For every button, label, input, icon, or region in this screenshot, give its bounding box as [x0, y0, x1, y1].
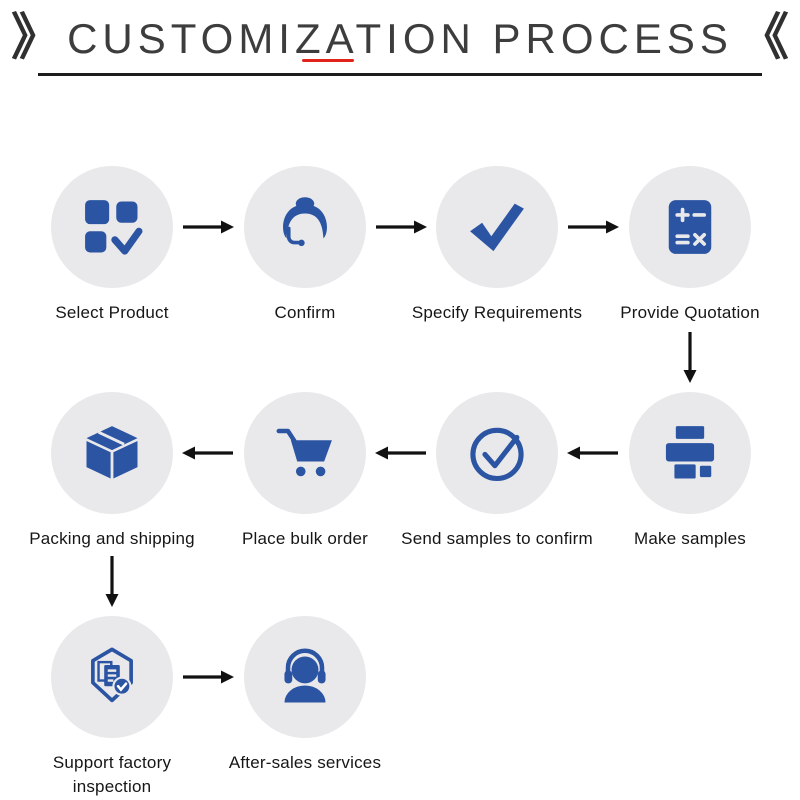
left-chevron-mark: 》: [11, 9, 62, 65]
step-send-samples-to-confirm: Send samples to confirm: [397, 392, 597, 551]
step-label: Support factory inspection: [52, 753, 172, 796]
step-label: Confirm: [274, 303, 336, 322]
arrow-right-icon: [376, 220, 427, 234]
step-label: After-sales services: [228, 753, 382, 772]
printer-icon: [665, 426, 715, 479]
step-label: Specify Requirements: [411, 303, 583, 322]
title-text: CUSTOMIZATION PROCESS: [67, 15, 733, 62]
shopping-cart-icon: [276, 428, 332, 477]
arrow-right-icon: [183, 670, 234, 684]
step-label: Place bulk order: [241, 529, 369, 548]
step-circle: [244, 616, 366, 738]
step-circle: [51, 616, 173, 738]
step-place-bulk-order: Place bulk order: [205, 392, 405, 551]
arrow-left-icon: [182, 446, 233, 460]
step-label: Provide Quotation: [620, 303, 760, 322]
arrow-down-icon: [683, 332, 697, 383]
step-confirm: Confirm: [205, 166, 405, 325]
step-circle: [436, 166, 558, 288]
arrow-right-icon: [183, 220, 234, 234]
checkmark-icon: [470, 203, 524, 252]
step-circle: [436, 392, 558, 514]
arrow-left-icon: [567, 446, 618, 460]
step-label: Make samples: [634, 529, 746, 548]
step-circle: [629, 166, 751, 288]
step-support-factory-inspection: Support factory inspection: [12, 616, 212, 799]
page-title: 》 CUSTOMIZATION PROCESS 《: [0, 8, 800, 70]
step-circle: [51, 166, 173, 288]
support-agent-icon: [283, 197, 327, 247]
circle-check-icon: [470, 427, 524, 482]
step-label: Send samples to confirm: [401, 529, 593, 548]
step-select-product: Select Product: [12, 166, 212, 325]
package-box-icon: [86, 426, 138, 479]
step-label: Packing and shipping: [29, 529, 195, 548]
arrow-right-icon: [568, 220, 619, 234]
arrow-down-icon: [105, 556, 119, 607]
right-chevron-mark: 《: [738, 9, 789, 65]
product-grid-check-icon: [85, 200, 143, 255]
step-after-sales-services: After-sales services: [205, 616, 405, 775]
arrow-left-icon: [375, 446, 426, 460]
header-divider: [38, 73, 762, 76]
step-label: Select Product: [55, 303, 169, 322]
step-packing-and-shipping: Packing and shipping: [12, 392, 212, 551]
calculator-icon: [668, 200, 712, 254]
step-make-samples: Make samples: [590, 392, 790, 551]
step-circle: [244, 166, 366, 288]
factory-inspection-icon: [91, 647, 133, 703]
red-underline-decoration: [302, 59, 354, 62]
step-specify-requirements: Specify Requirements: [397, 166, 597, 325]
step-circle: [629, 392, 751, 514]
step-circle: [51, 392, 173, 514]
headset-person-icon: [284, 648, 326, 703]
step-circle: [244, 392, 366, 514]
step-provide-quotation: Provide Quotation: [590, 166, 790, 325]
